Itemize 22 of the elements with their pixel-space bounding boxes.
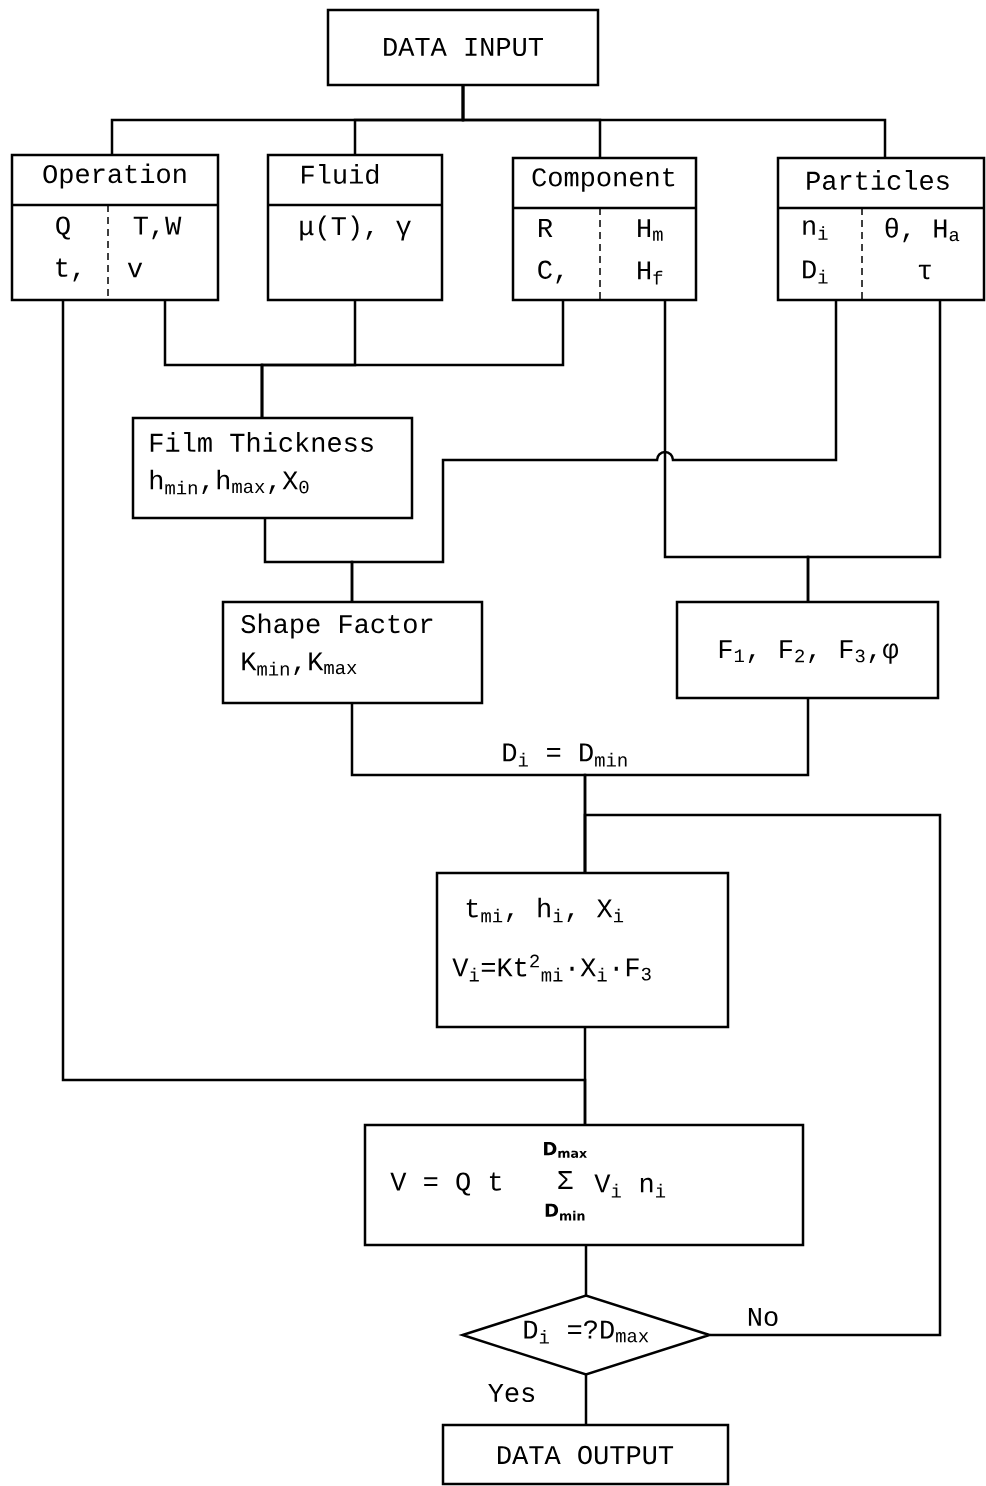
edge-label: No (744, 1306, 782, 1329)
sectioned-box: Fluid μ(T), γ (266, 153, 444, 302)
connector-line (583, 813, 942, 1337)
sectioned-box: Operation Q T,W t, v (10, 153, 220, 302)
process-box: F$_{1}$, F$_{2}$, F$_{3}$,φ (675, 600, 940, 700)
connector-line (350, 300, 838, 602)
edge-label: D$_{i}$ = D$_{min}$ (499, 741, 631, 769)
process-box: DATA INPUT (326, 8, 600, 87)
process-box: DATA OUTPUT (441, 1423, 730, 1486)
connector-line (806, 300, 942, 602)
connector-line (260, 300, 565, 418)
process-box: Film Thickness h$_{min}$,h$_{max}$,X$_{0}$ (131, 416, 414, 520)
edge-label: Yes (485, 1382, 539, 1405)
connector-line (61, 300, 587, 1125)
process-box: t$_{mi}$, h$_{i}$, X$_{i}$ V$_{i}$=Kt$^{2}$$_{mi}$·X$_{i}$·F$_{3}$ (435, 871, 730, 1029)
process-box: Shape Factor K$_{min}$,K$_{max}$ (221, 600, 484, 705)
connector-line (584, 1245, 588, 1295)
sectioned-box: Particles n$_{i}$ θ, H$_{a}$ D$_{i}$ τ (776, 156, 986, 302)
connector-line (584, 1375, 588, 1425)
connector-line (461, 85, 887, 158)
process-box: V = Q t D$_{max}$ Σ D$_{min}$ V$_{i}$ n$_{i}$ (363, 1123, 805, 1247)
sectioned-box: Component R H$_{m}$ C, H$_{f}$ (511, 156, 698, 302)
